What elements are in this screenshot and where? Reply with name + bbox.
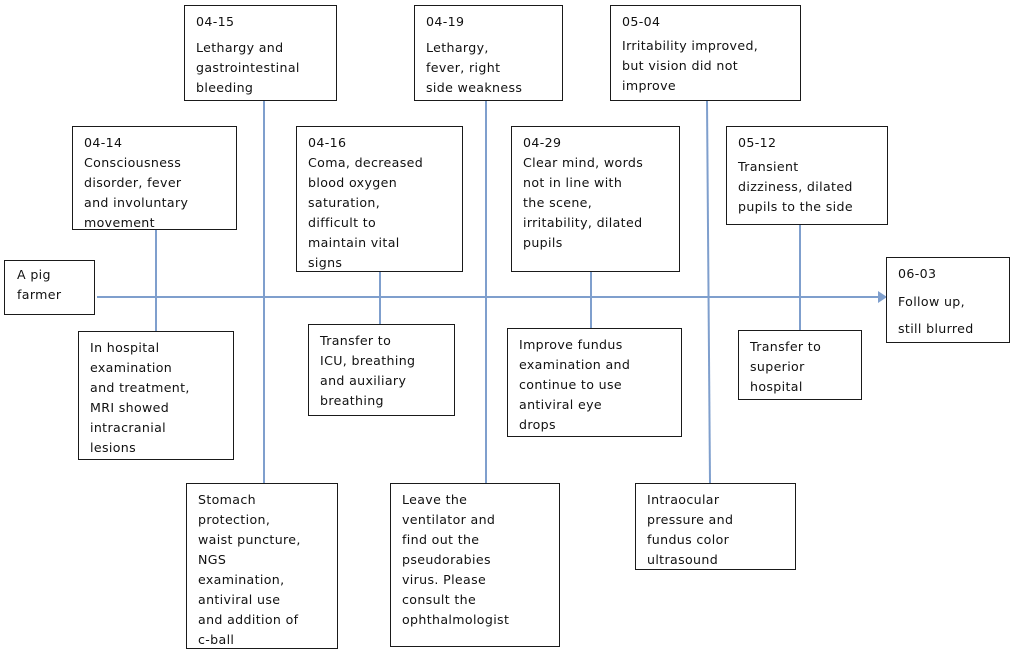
event-date: 04-29 <box>523 135 562 150</box>
event-description: Transient dizziness, dilated pupils to t… <box>738 159 853 214</box>
connector-0504 <box>706 100 711 484</box>
action-description: In hospital examination and treatment, M… <box>90 340 190 455</box>
event-box-0512: 05-12 Transient dizziness, dilated pupil… <box>726 126 888 225</box>
event-description: Follow up, still blurred <box>898 294 974 336</box>
timeline-arrowhead <box>878 291 887 303</box>
action-description: Transfer to ICU, breathing and auxiliary… <box>320 333 416 408</box>
event-box-0603: 06-03 Follow up, still blurred <box>886 257 1010 343</box>
event-box-0429: 04-29 Clear mind, words not in line with… <box>511 126 680 272</box>
action-description: Transfer to superior hospital <box>750 339 822 394</box>
action-box-0416: Transfer to ICU, breathing and auxiliary… <box>308 324 455 416</box>
event-description: Consciousness disorder, fever and involu… <box>84 155 189 230</box>
action-box-0415: Stomach protection, waist puncture, NGS … <box>186 483 338 649</box>
event-date: 04-19 <box>426 14 465 29</box>
event-box-0416: 04-16 Coma, decreased blood oxygen satur… <box>296 126 463 272</box>
action-box-0419: Leave the ventilator and find out the ps… <box>390 483 560 647</box>
event-description: Lethargy, fever, right side weakness <box>426 40 523 95</box>
event-description: Clear mind, words not in line with the s… <box>523 155 644 250</box>
event-description: Coma, decreased blood oxygen saturation,… <box>308 155 424 270</box>
event-description: Lethargy and gastrointestinal bleeding <box>196 40 300 95</box>
action-box-0414: In hospital examination and treatment, M… <box>78 331 234 460</box>
action-box-0429: Improve fundus examination and continue … <box>507 328 682 437</box>
action-box-0504: Intraocular pressure and fundus color ul… <box>635 483 796 570</box>
event-box-0419: 04-19 Lethargy, fever, right side weakne… <box>414 5 563 101</box>
event-date: 04-16 <box>308 135 347 150</box>
start-node: A pig farmer <box>4 260 95 315</box>
action-description: Leave the ventilator and find out the ps… <box>402 492 510 627</box>
action-description: Stomach protection, waist puncture, NGS … <box>198 492 301 647</box>
event-date: 04-15 <box>196 14 235 29</box>
event-date: 04-14 <box>84 135 123 150</box>
event-date: 06-03 <box>898 266 937 281</box>
event-description: Irritability improved, but vision did no… <box>622 38 759 93</box>
start-label: A pig farmer <box>17 267 62 302</box>
event-date: 05-12 <box>738 135 777 150</box>
event-box-0504: 05-04 Irritability improved, but vision … <box>610 5 801 101</box>
action-description: Intraocular pressure and fundus color ul… <box>647 492 734 567</box>
event-box-0414: 04-14 Consciousness disorder, fever and … <box>72 126 237 230</box>
event-box-0415: 04-15 Lethargy and gastrointestinal blee… <box>184 5 337 101</box>
action-box-0512: Transfer to superior hospital <box>738 330 862 400</box>
action-description: Improve fundus examination and continue … <box>519 337 631 432</box>
event-date: 05-04 <box>622 14 661 29</box>
